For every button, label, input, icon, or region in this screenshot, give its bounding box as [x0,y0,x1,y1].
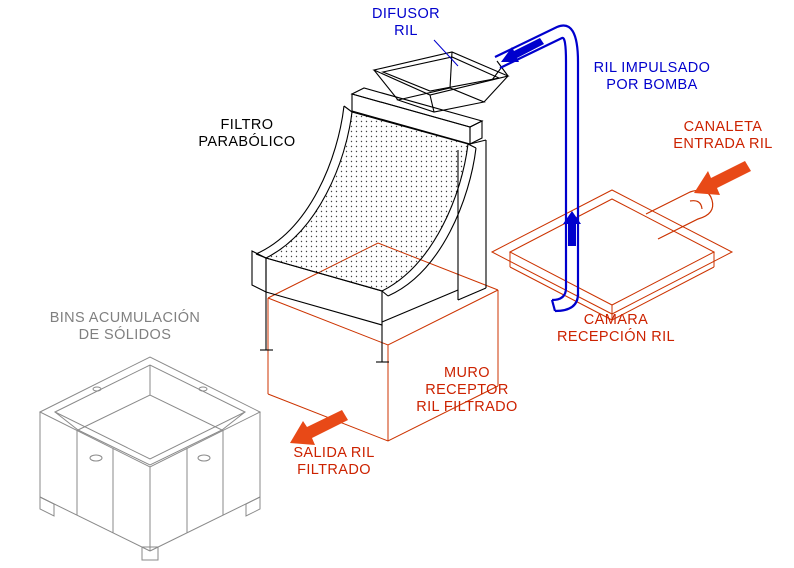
salida-outlet-arrow-icon [290,410,348,445]
bin-handle-icon [198,386,208,392]
label-line: RECEPCIÓN RIL [557,329,675,345]
label-line: DE SÓLIDOS [78,327,172,343]
camara-recepcion-drawing [490,189,734,321]
ril-into-difusor-arrow-icon [501,38,544,62]
label-bins-acumulacion: BINS ACUMULACIÓN DE SÓLIDOS [25,310,225,344]
solids-bin-drawing [38,356,262,561]
label-line: CANALETA [683,119,763,135]
label-line: FILTRADO [297,462,371,478]
label-camara-recepcion: CAMARA RECEPCIÓN RIL [530,312,702,346]
bin-handle-icon [92,386,102,392]
label-line: FILTRO [220,117,274,133]
bin-handle-icon [197,454,211,462]
canaleta-inlet-arrow-icon [694,161,751,195]
label-salida-ril: SALIDA RIL FILTRADO [259,445,409,479]
label-filtro-parabolico: FILTRO PARABÓLICO [167,117,327,151]
label-line: RIL [394,23,418,39]
label-line: RIL FILTRADO [416,399,518,415]
diffuser-drawing [372,51,510,113]
parabolic-filter-drawing [251,51,510,363]
canaleta-drawing [645,189,714,240]
label-line: MURO [444,365,490,381]
pipe-drawing [494,24,580,313]
label-difusor-ril: DIFUSOR RIL [336,6,476,40]
label-line: BINS ACUMULACIÓN [49,310,201,326]
difusor-leader-line [433,39,459,67]
label-line: RIL IMPULSADO [593,60,711,76]
label-line: POR BOMBA [606,77,698,93]
label-line: DIFUSOR [371,6,441,22]
label-line: PARABÓLICO [198,134,296,150]
label-muro-receptor: MURO RECEPTOR RIL FILTRADO [392,365,542,416]
ril-pumped-up-arrow-icon [563,211,581,246]
label-ril-impulsado: RIL IMPULSADO POR BOMBA [572,60,732,94]
label-canaleta-entrada: CANALETA ENTRADA RIL [652,119,794,153]
label-line: SALIDA RIL [293,445,375,461]
label-line: CAMARA [583,312,649,328]
label-line: RECEPTOR [425,382,509,398]
label-line: ENTRADA RIL [673,136,773,152]
bin-handle-icon [89,454,103,462]
